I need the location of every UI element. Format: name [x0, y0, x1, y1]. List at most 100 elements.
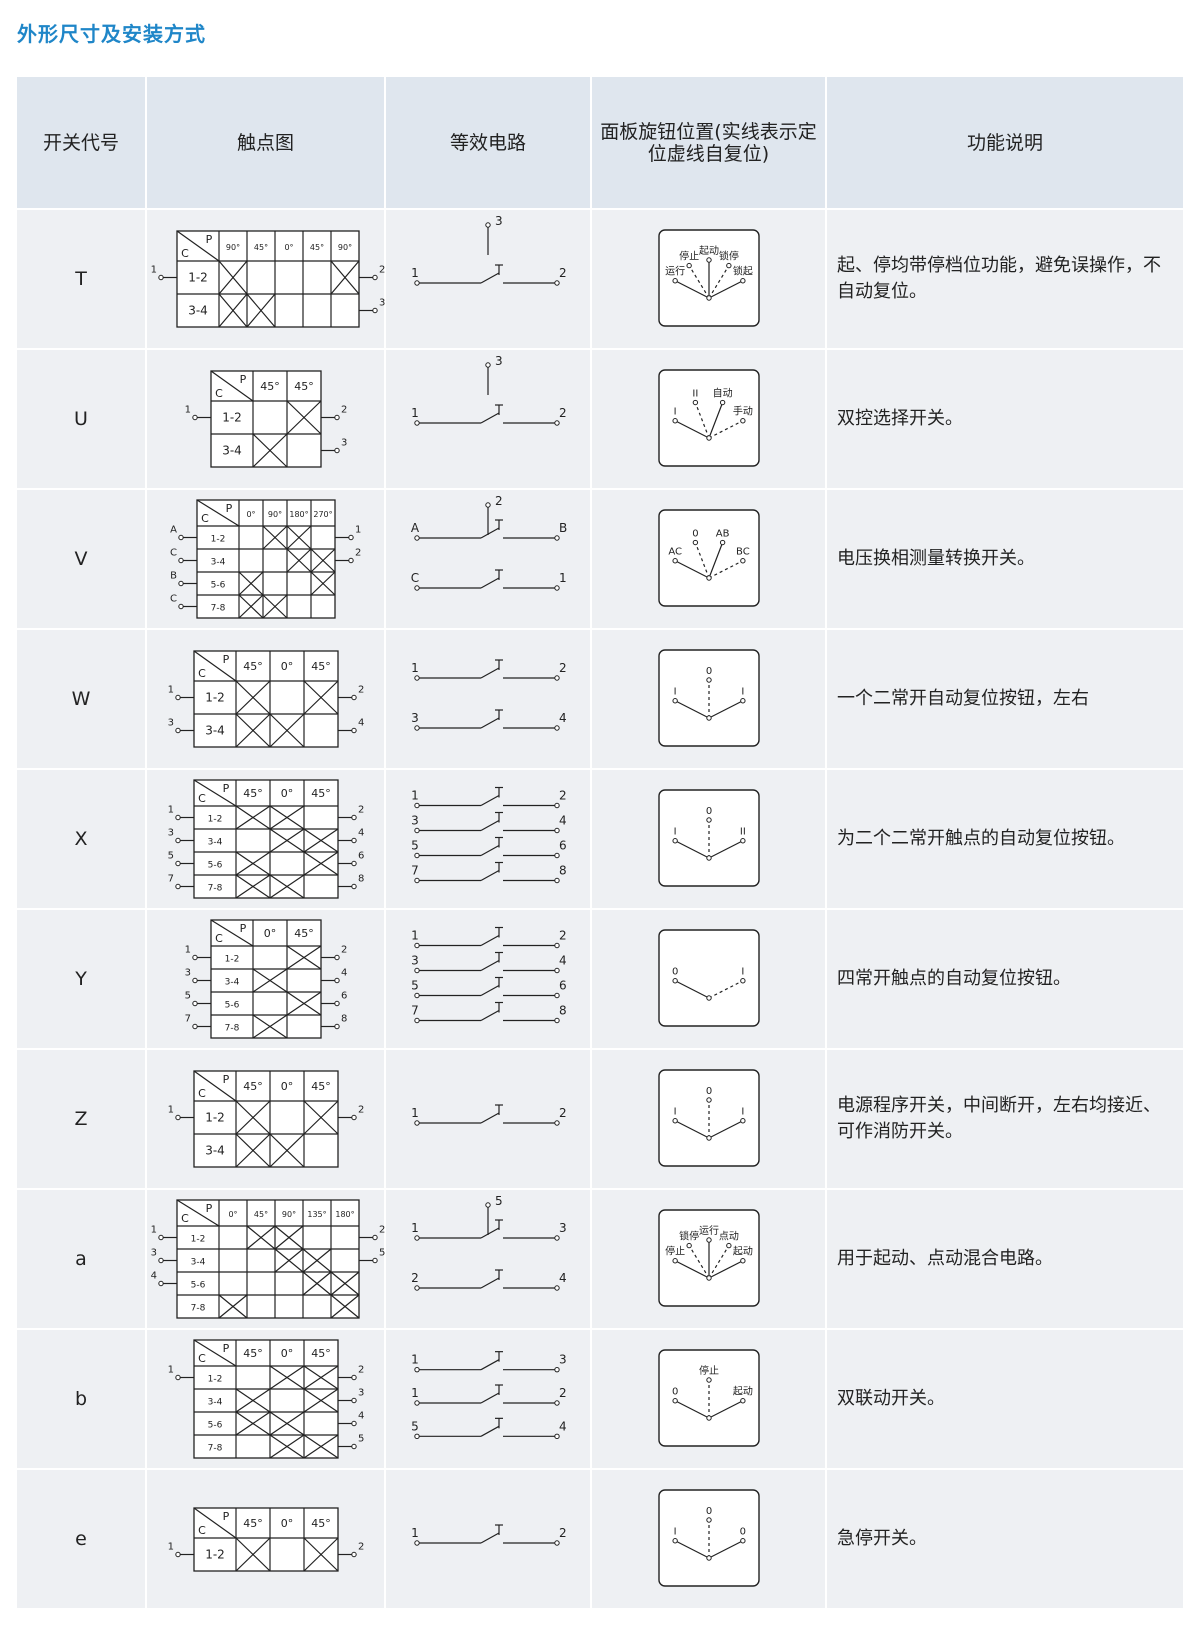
- terminal-label: 4: [341, 968, 347, 979]
- switch-code: U: [17, 348, 147, 489]
- c-label: C: [181, 247, 189, 260]
- circuit-terminal: 1: [411, 789, 419, 803]
- p-label: P: [206, 233, 213, 246]
- function-description: 双控选择开关。: [826, 348, 1183, 489]
- terminal-label: 3: [379, 298, 385, 309]
- knob-diagram: I0I: [657, 649, 760, 747]
- switch-code: b: [17, 1328, 147, 1469]
- angle-label: 45°: [311, 660, 331, 673]
- terminal-label: 4: [151, 1271, 157, 1282]
- terminal-label: C: [170, 594, 177, 605]
- circuit-terminal: 4: [559, 814, 567, 828]
- switch-code: T: [17, 208, 147, 349]
- function-description: 急停开关。: [826, 1468, 1183, 1608]
- knob-position-label: 起动: [732, 1246, 752, 1258]
- terminal-label: 1: [151, 265, 157, 276]
- circuit-terminal: 6: [559, 979, 567, 993]
- circuit-terminal: 2: [559, 1386, 567, 1400]
- contact-label: 7-8: [191, 1304, 206, 1314]
- circuit-terminal: 5: [411, 839, 419, 853]
- knob-position-label: I: [673, 1527, 676, 1538]
- terminal-label: C: [170, 548, 177, 559]
- angle-label: 0°: [280, 1347, 293, 1360]
- knob-position-label: 自动: [712, 387, 732, 400]
- terminal-label: 1: [184, 405, 190, 416]
- circuit-terminal: 4: [559, 1271, 567, 1285]
- terminal-label: 5: [167, 851, 173, 862]
- contact-label: 3-4: [224, 978, 239, 988]
- header-knob: 面板旋钮位置(实线表示定位虚线自复位): [591, 77, 827, 209]
- knob-position-label: 停止: [665, 1245, 685, 1258]
- knob-position-label: 手动: [732, 405, 752, 418]
- terminal-label: 7: [167, 874, 173, 885]
- circuit-terminal: 7: [411, 864, 419, 878]
- angle-label: 90°: [226, 243, 240, 252]
- function-description: 四常开触点的自动复位按钮。: [826, 908, 1183, 1049]
- contact-label: 7-8: [207, 1444, 222, 1454]
- circuit-terminal: 2: [559, 1106, 567, 1120]
- circuit-terminal: 2: [559, 661, 567, 675]
- terminal-label: 5: [358, 1434, 364, 1445]
- angle-label: 45°: [243, 1347, 263, 1360]
- contact-label: 1-2: [205, 1547, 225, 1561]
- p-label: P: [222, 1510, 229, 1523]
- c-label: C: [198, 1524, 206, 1537]
- c-label: C: [215, 387, 223, 400]
- knob-position-label: 0: [692, 529, 698, 540]
- knob-position-label: 0: [671, 967, 677, 978]
- c-label: C: [198, 792, 206, 805]
- angle-label: 0°: [246, 510, 255, 519]
- angle-label: 45°: [243, 787, 263, 800]
- circuit-terminal: 1: [411, 1221, 419, 1235]
- circuit-terminal: 3: [495, 355, 503, 368]
- terminal-label: 3: [341, 438, 347, 449]
- p-label: P: [225, 502, 232, 515]
- knob-cell: 停止锁停运行点动起动: [591, 1188, 827, 1329]
- knob-position-label: I: [741, 687, 744, 698]
- circuit-terminal: 3: [411, 954, 419, 968]
- header-contact: 触点图: [146, 77, 386, 209]
- p-label: P: [222, 1342, 229, 1355]
- angle-label: 135°: [307, 1210, 326, 1219]
- knob-position-label: 起动: [732, 1386, 752, 1398]
- angle-label: 45°: [294, 927, 314, 940]
- contact-label: 1-2: [188, 271, 208, 285]
- knob-position-label: AB: [715, 529, 729, 540]
- terminal-label: 3: [151, 1248, 157, 1259]
- knob-position-label: 运行: [699, 1224, 719, 1237]
- circuit-terminal: 2: [559, 789, 567, 803]
- knob-position-label: 运行: [665, 265, 685, 278]
- c-label: C: [201, 512, 209, 525]
- contact-label: 3-4: [207, 838, 222, 848]
- circuit-terminal: 4: [559, 1419, 567, 1433]
- function-description: 为二个二常开触点的自动复位按钮。: [826, 768, 1183, 909]
- terminal-label: 4: [358, 828, 364, 839]
- contact-label: 7-8: [210, 604, 225, 614]
- terminal-label: 2: [379, 1225, 385, 1236]
- circuit-terminal: 3: [559, 1221, 567, 1235]
- angle-label: 180°: [289, 510, 308, 519]
- contact-label: 3-4: [205, 1144, 225, 1158]
- angle-label: 90°: [267, 510, 281, 519]
